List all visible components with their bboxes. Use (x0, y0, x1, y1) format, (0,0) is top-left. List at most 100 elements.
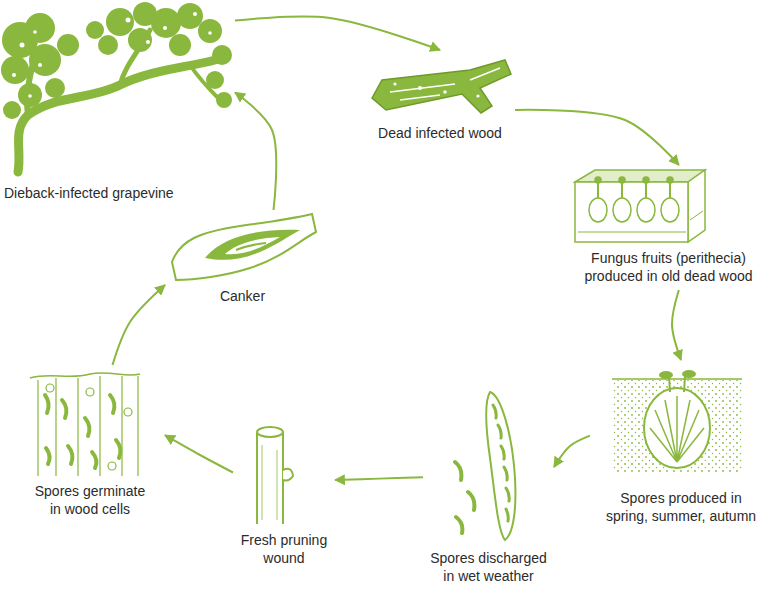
grapevine-illustration (190, 65, 220, 100)
grapevine-illustration (198, 19, 222, 43)
grapevine-illustration (193, 12, 197, 16)
grapevine-illustration (45, 78, 65, 98)
wood-cells-illustration (108, 462, 116, 470)
stage-caption: Canker (173, 288, 313, 306)
grapevine-illustration (57, 34, 79, 56)
stage-node: Dieback-infected grapevine (0, 0, 235, 206)
grapevine-illustration (12, 73, 16, 77)
perithecia-block-illustration (598, 183, 670, 198)
pruned-cane-illustration (283, 469, 293, 481)
perithecia-block-illustration (589, 198, 607, 222)
perithecium-illustration (612, 370, 742, 472)
perithecia-block-illustration (575, 170, 705, 182)
grapevine-illustration (151, 8, 181, 38)
perithecia-block-illustration (619, 177, 625, 183)
stage-caption: Dieback-infected grapevine (4, 185, 229, 203)
canker-illustration (225, 237, 280, 254)
perithecium-illustration (612, 378, 742, 380)
canker-illustration (172, 214, 316, 280)
cycle-arrow (235, 92, 276, 210)
stage-caption: Spores germinate in wood cells (30, 483, 150, 518)
ascus-illustration (493, 405, 509, 521)
perithecia-block-illustration (661, 198, 679, 222)
grapevine-illustration (86, 21, 104, 39)
grapevine-illustration (1, 2, 232, 172)
perithecia-block-illustration (575, 170, 705, 242)
cycle-arrow (554, 436, 590, 467)
dead-wood-illustration (443, 90, 447, 94)
perithecium-illustration (644, 388, 710, 468)
grapevine-illustration (126, 18, 131, 23)
canker-illustration (205, 230, 300, 260)
wood-cells-illustration (30, 373, 140, 378)
grapevine-illustration (98, 35, 118, 55)
ascus-illustration (486, 392, 515, 540)
stage-node: Fresh pruning wound (233, 420, 335, 570)
cycle-arrow (515, 110, 679, 165)
pruned-cane-illustration (257, 427, 283, 437)
stage-node: Dead infected wood (365, 50, 515, 150)
pruned-cane-illustration (262, 445, 277, 520)
grapevine-illustration (28, 94, 32, 98)
canker-illustration (172, 214, 316, 280)
stage-caption: Spores discharged in wet weather (427, 550, 551, 585)
grapevine-illustration (27, 55, 35, 115)
grapevine-illustration (33, 30, 37, 34)
cycle-arrow (335, 477, 423, 480)
perithecia-block-illustration (667, 177, 673, 183)
stage-node: Spores produced in spring, summer, autum… (590, 360, 772, 528)
wood-cells-illustration (124, 408, 132, 416)
perithecia-block-illustration (613, 198, 631, 222)
perithecium-illustration (650, 396, 704, 462)
cycle-arrow (165, 435, 233, 472)
cycle-arrow (672, 290, 681, 360)
grapevine-illustration (25, 13, 55, 43)
perithecia-block-illustration (643, 177, 649, 183)
grapevine-illustration (146, 40, 150, 44)
perithecia-block-illustration (595, 177, 601, 183)
grapevine-illustration (120, 30, 150, 85)
grapevine-illustration (177, 3, 203, 29)
wood-cells-illustration (30, 373, 140, 476)
wood-cells-illustration (86, 388, 94, 396)
grapevine-illustration (169, 34, 191, 56)
stage-node: Spores germinate in wood cells (15, 365, 165, 521)
stage-node: Spores discharged in wet weather (423, 385, 554, 590)
perithecium-illustration (669, 376, 685, 392)
wood-cells-illustration (46, 384, 54, 392)
stage-node: Canker (165, 210, 320, 310)
pruned-cane-illustration (257, 432, 283, 524)
grapevine-illustration (208, 31, 212, 35)
grapevine-illustration (1, 56, 29, 84)
stage-caption: Spores produced in spring, summer, autum… (602, 490, 760, 525)
dead-wood-illustration (418, 86, 422, 90)
cycle-arrow (235, 17, 440, 50)
cycle-arrow (113, 285, 166, 365)
dead-wood-illustration (372, 60, 511, 113)
dead-wood-illustration (393, 82, 396, 85)
perithecia-block-illustration (637, 198, 655, 222)
wood-cells-illustration (38, 376, 138, 476)
grapevine-illustration (20, 43, 25, 48)
dead-wood-illustration (476, 94, 479, 97)
perithecia-block-illustration (688, 170, 705, 242)
grapevine-illustration (3, 101, 21, 119)
grapevine-illustration (163, 26, 167, 30)
stage-caption: Fungus fruits (perithecia) produced in o… (576, 250, 761, 285)
grapevine-illustration (38, 63, 42, 67)
grapevine-illustration (106, 8, 134, 36)
perithecium-illustration (612, 380, 742, 472)
canker-illustration (236, 243, 266, 250)
stage-caption: Dead infected wood (370, 125, 510, 143)
dead-wood-illustration (372, 60, 511, 113)
ascus-illustration (455, 462, 474, 533)
ascus-illustration (455, 392, 515, 540)
grapevine-illustration (18, 60, 215, 172)
pruned-cane-illustration (257, 427, 293, 524)
stage-node: Fungus fruits (perithecia) produced in o… (565, 165, 772, 290)
perithecia-block-illustration (575, 182, 688, 242)
perithecium-illustration (659, 371, 673, 379)
perithecium-illustration (682, 370, 696, 378)
